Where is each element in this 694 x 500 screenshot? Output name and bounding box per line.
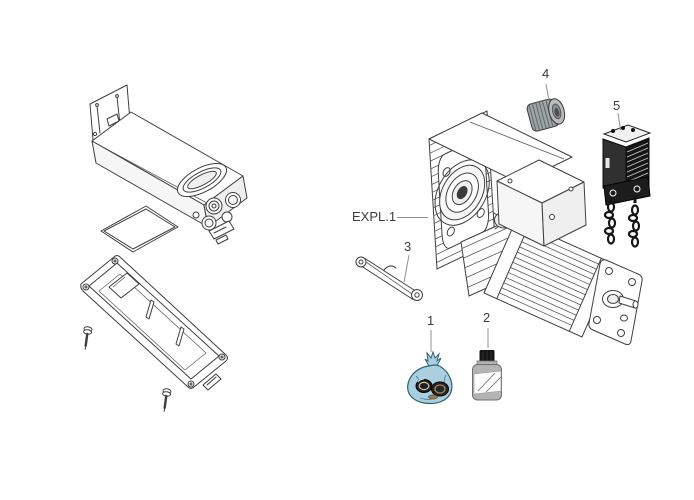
- cover-bracket: [89, 84, 131, 141]
- gasket-sheet-drawing: [100, 205, 179, 253]
- screw-drawing: [162, 388, 172, 412]
- coupling-sleeve-drawing: [526, 98, 566, 132]
- hardware-bag-drawing: [407, 350, 453, 405]
- motor-end-cap: [588, 259, 643, 346]
- callout-1: 1: [427, 313, 435, 328]
- release-lever-drawing: [355, 256, 423, 301]
- callout-4: 4: [542, 66, 550, 81]
- base-tray-drawing: [80, 255, 228, 412]
- cover-assembly-drawing: [89, 84, 248, 253]
- grease-bottle-drawing: [472, 350, 502, 401]
- leader-5: [617, 112, 621, 131]
- callout-2: 2: [483, 310, 491, 325]
- cable-glands: [192, 192, 241, 231]
- release-mechanism-drawing: [602, 124, 652, 248]
- leader-lines: [397, 83, 621, 352]
- motor-shaft: [602, 290, 639, 322]
- screw-drawing: [83, 326, 93, 350]
- cover-body: [91, 111, 248, 245]
- callout-3: 3: [404, 239, 412, 254]
- terminal-box: [496, 159, 587, 247]
- callout-5: 5: [613, 98, 621, 113]
- assembly-label-expl1: EXPL.1: [352, 209, 397, 224]
- gearmotor-drawing: [429, 111, 642, 345]
- leader-4: [545, 83, 549, 99]
- release-chains: [603, 196, 641, 248]
- leader-3: [403, 254, 410, 283]
